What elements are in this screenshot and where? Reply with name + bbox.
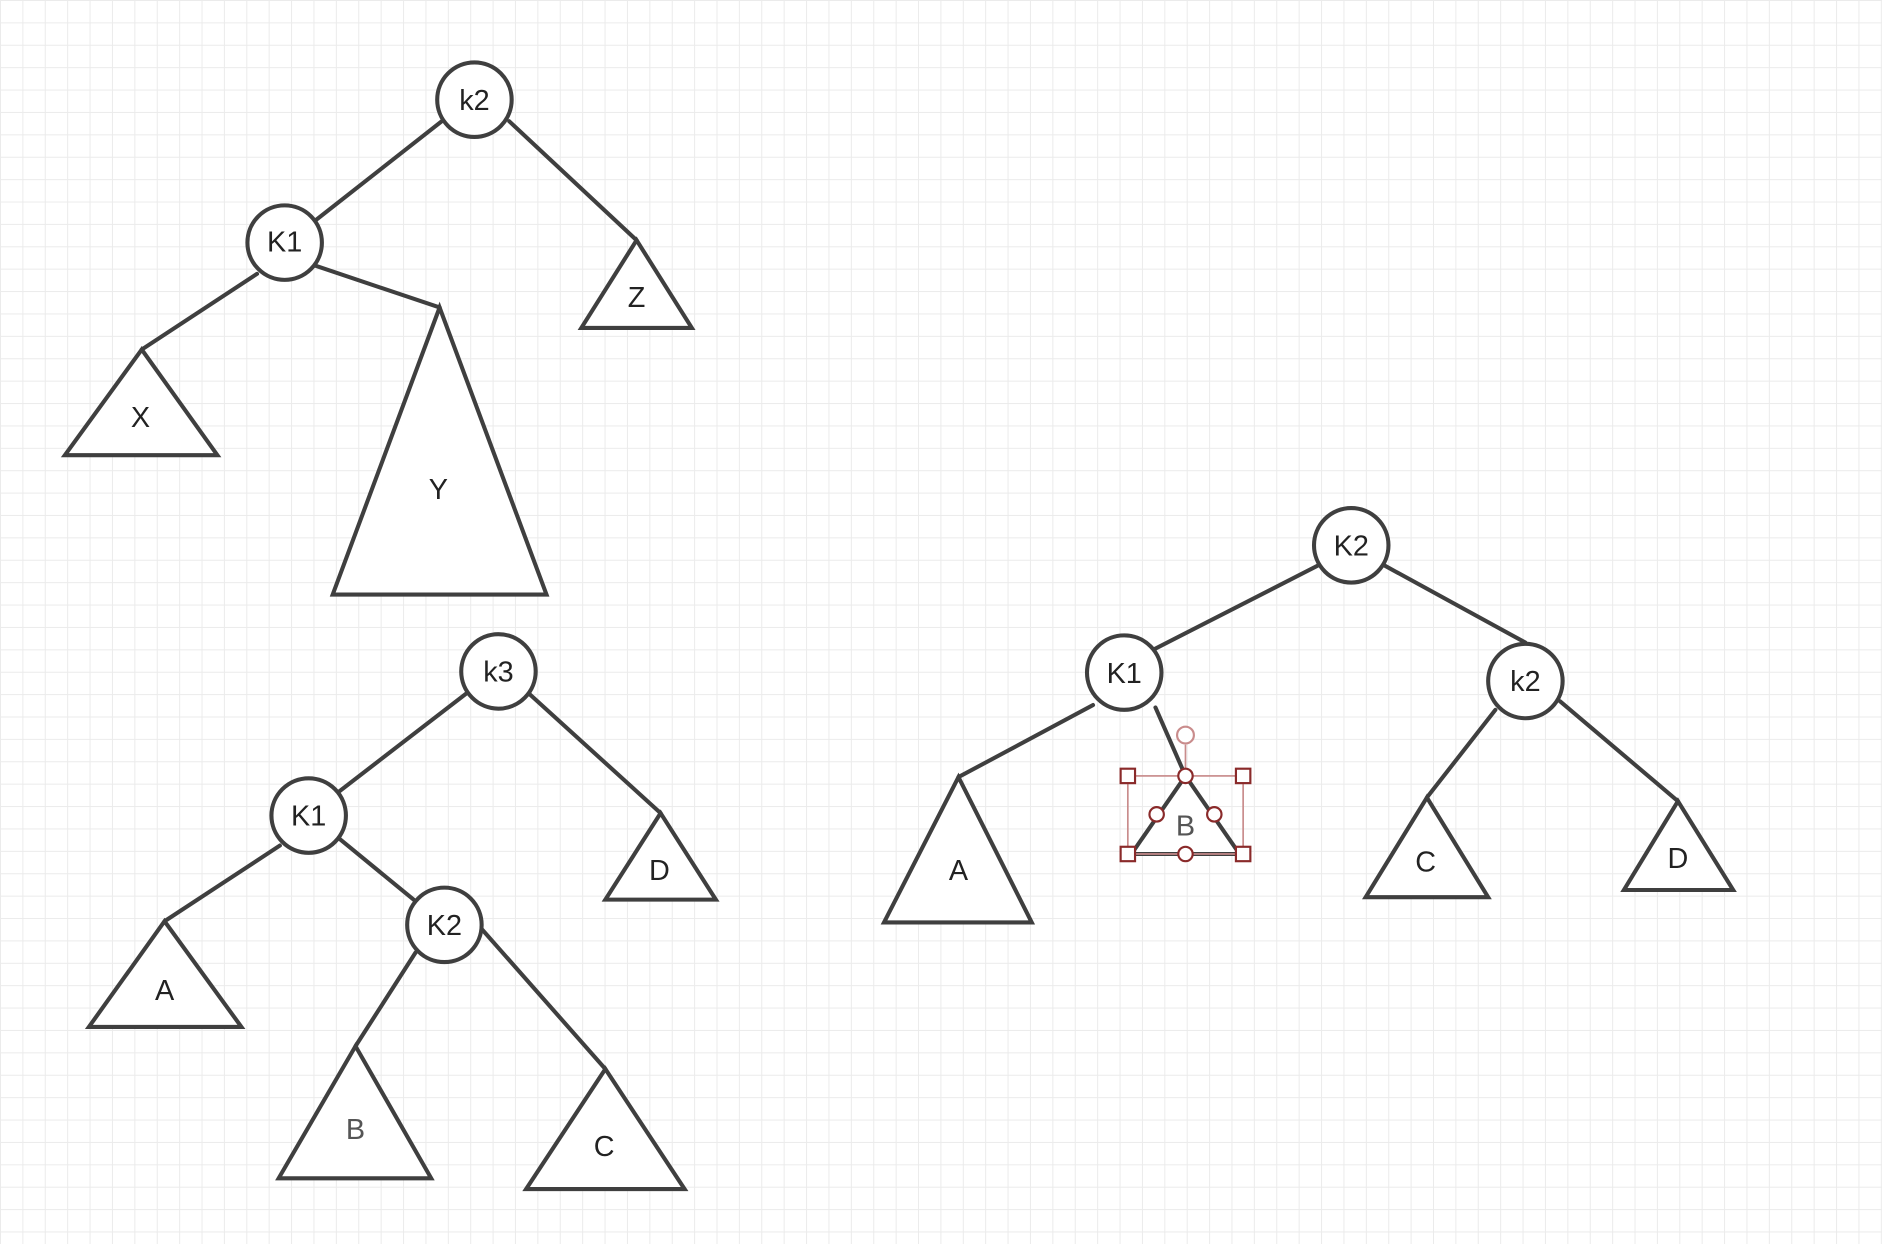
node-k1[interactable] bbox=[269, 776, 348, 855]
node-k3-label: k3 bbox=[483, 657, 513, 689]
subtree-triangle-d[interactable] bbox=[1620, 797, 1737, 893]
node-k2-label: k2 bbox=[1510, 666, 1540, 698]
subtree-triangle-c[interactable] bbox=[522, 1065, 689, 1192]
subtree-d-label: D bbox=[649, 855, 670, 887]
tree-top-left: k2 K1 X Y Z bbox=[60, 60, 696, 597]
node-k2[interactable] bbox=[1486, 641, 1565, 721]
subtree-z-label: Z bbox=[628, 282, 646, 314]
node-K2[interactable] bbox=[1311, 506, 1391, 585]
edge-k2-z bbox=[507, 119, 639, 243]
edge-k2-b bbox=[353, 950, 418, 1049]
subtree-triangle-b[interactable] bbox=[275, 1042, 435, 1181]
subtree-c-label: C bbox=[594, 1131, 615, 1163]
subtree-y-label: Y bbox=[429, 474, 448, 506]
edge-K2-K1 bbox=[1151, 563, 1320, 652]
rotate-handle[interactable] bbox=[1175, 725, 1195, 745]
vertex-handle-top[interactable] bbox=[1177, 767, 1194, 785]
edge-k2-c bbox=[1424, 707, 1498, 800]
subtree-b-label: B bbox=[1176, 810, 1195, 842]
node-k1-label: K1 bbox=[291, 801, 326, 833]
vertex-handle-bottom[interactable] bbox=[1177, 845, 1194, 863]
subtree-a-label: A bbox=[155, 975, 175, 1007]
subtree-c-label: C bbox=[1415, 846, 1436, 878]
tree-right: K2 K1 k2 A B C D bbox=[880, 506, 1737, 925]
tree-bottom-left: k3 K1 K2 A B C D bbox=[84, 632, 720, 1192]
edge-K1-a bbox=[956, 703, 1096, 780]
resize-handle-bottom-right[interactable] bbox=[1234, 845, 1252, 863]
edge-K1-b bbox=[1153, 705, 1188, 778]
node-K1[interactable] bbox=[1084, 633, 1164, 712]
subtree-d-label: D bbox=[1668, 843, 1689, 875]
subtree-b-label: B bbox=[346, 1114, 365, 1146]
subtree-triangle-a[interactable] bbox=[84, 917, 246, 1029]
subtree-triangle-a[interactable] bbox=[880, 772, 1036, 925]
edge-k2-k1 bbox=[312, 118, 446, 224]
edge-k1-x bbox=[139, 271, 260, 352]
subtree-triangle-x[interactable] bbox=[60, 346, 222, 458]
resize-handle-bottom-left[interactable] bbox=[1119, 845, 1137, 863]
vertex-handle-left[interactable] bbox=[1148, 806, 1165, 823]
subtree-triangle-z[interactable] bbox=[577, 236, 696, 330]
resize-handle-top-right[interactable] bbox=[1234, 767, 1252, 785]
node-k2-label: k2 bbox=[459, 85, 489, 117]
edge-k1-y bbox=[312, 263, 442, 310]
selection-overlay bbox=[1119, 725, 1252, 863]
node-k2[interactable] bbox=[405, 885, 484, 965]
node-K2-label: K2 bbox=[1334, 531, 1369, 563]
node-k2-label: K2 bbox=[427, 910, 462, 942]
edge-k3-k1 bbox=[335, 689, 471, 795]
edge-k1-k2 bbox=[335, 835, 421, 906]
node-K1-label: K1 bbox=[1107, 658, 1142, 690]
resize-handle-top-left[interactable] bbox=[1119, 767, 1137, 785]
subtree-triangle-c[interactable] bbox=[1361, 793, 1492, 900]
edge-K2-k2 bbox=[1382, 563, 1528, 645]
node-k3[interactable] bbox=[459, 632, 538, 711]
edge-k3-d bbox=[527, 692, 663, 816]
edge-k2-d bbox=[1558, 699, 1680, 804]
node-k1[interactable] bbox=[245, 203, 324, 282]
subtree-x-label: X bbox=[131, 402, 150, 434]
edge-k2-c bbox=[475, 922, 608, 1072]
subtree-triangle-d[interactable] bbox=[601, 809, 720, 902]
node-k2[interactable] bbox=[435, 60, 514, 139]
subtree-triangle-y[interactable] bbox=[329, 301, 550, 597]
edge-k1-a bbox=[162, 843, 282, 924]
subtree-a-label: A bbox=[949, 855, 969, 887]
vertex-handle-right[interactable] bbox=[1206, 806, 1223, 823]
node-k1-label: K1 bbox=[267, 227, 302, 259]
